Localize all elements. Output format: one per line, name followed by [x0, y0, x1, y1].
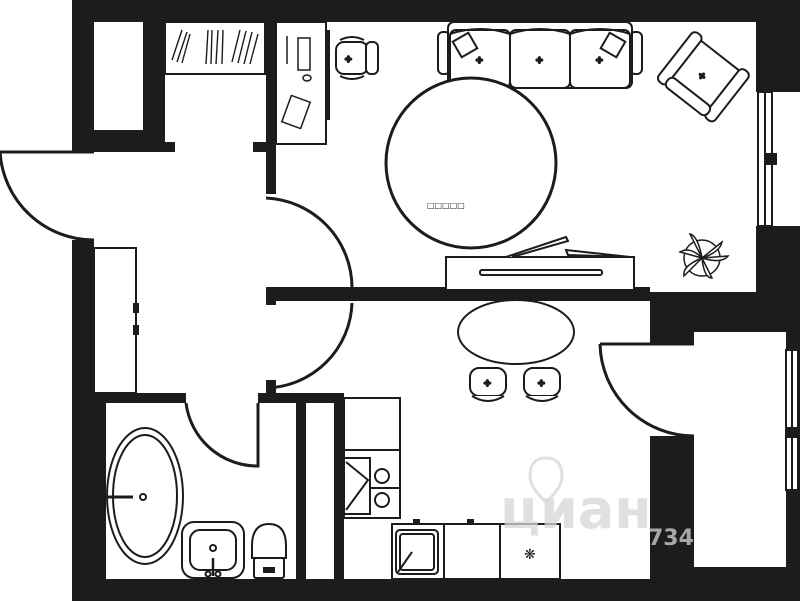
- entrance-door: [0, 150, 95, 242]
- room-door: [265, 196, 354, 288]
- wall-bath-top-left: [94, 393, 186, 403]
- svg-text:✢: ✢: [596, 56, 603, 65]
- svg-text:✢: ✢: [484, 379, 491, 388]
- toilet: [251, 522, 287, 579]
- window-right: [757, 91, 777, 227]
- wall-balcony-bottom: [694, 567, 800, 601]
- bathroom-door: [184, 402, 260, 468]
- watermark-pin-icon: [528, 456, 564, 504]
- doors: [0, 150, 695, 468]
- wall-bottom: [72, 579, 662, 601]
- wall-closet-divider: [143, 22, 165, 152]
- watermark: циан 734: [500, 456, 694, 551]
- window-balcony: [785, 349, 799, 491]
- wall-stub-hall: [253, 142, 276, 152]
- hall-cabinet: [93, 247, 139, 394]
- svg-text:✢: ✢: [345, 55, 352, 64]
- desk: [275, 21, 330, 145]
- wall-kitchen-left: [334, 393, 344, 579]
- table-label: □□□□□: [427, 201, 465, 210]
- svg-text:✢: ✢: [476, 56, 483, 65]
- round-table: □□□□□: [384, 76, 558, 250]
- sofa: ✢ ✢ ✢: [437, 21, 643, 89]
- svg-text:❋: ❋: [524, 547, 536, 563]
- plant-icon: [678, 232, 730, 279]
- dining-chairs: ✢ ✢: [469, 367, 561, 402]
- wall-balcony-left-bottom: [650, 436, 694, 601]
- kitchen-door: [265, 302, 354, 390]
- wardrobe: [164, 21, 266, 75]
- wall-top: [72, 0, 800, 22]
- watermark-number: 734: [648, 526, 694, 551]
- dining-table: [457, 299, 575, 365]
- balcony-door: [598, 342, 695, 438]
- wall-right-top: [756, 22, 800, 92]
- wall-balcony-left-top: [650, 292, 694, 344]
- watermark-brand: циан: [500, 478, 652, 541]
- kitchen-counter: [343, 397, 401, 519]
- wall-closet-stub: [143, 142, 175, 152]
- wall-left-lower: [72, 240, 94, 601]
- wall-bath-left: [94, 403, 106, 579]
- wall-room-kitchen-end: [266, 287, 276, 305]
- wall-bath-right: [296, 403, 306, 579]
- wall-left-upper: [72, 0, 94, 152]
- armchair: ✢: [656, 31, 750, 123]
- walls: [72, 0, 800, 601]
- kitchen-counter-bottom: ❋: [391, 519, 561, 580]
- wall-bath-top-right: [258, 393, 342, 403]
- wall-bath-stub: [266, 380, 276, 403]
- office-chair: ✢: [335, 36, 379, 80]
- wall-right-mid: [756, 226, 800, 292]
- svg-text:✢: ✢: [536, 56, 543, 65]
- sink: [181, 521, 245, 579]
- wall-room-left: [266, 22, 276, 194]
- svg-text:✢: ✢: [538, 379, 545, 388]
- bathtub: [106, 427, 184, 565]
- tv-stand: [445, 235, 635, 291]
